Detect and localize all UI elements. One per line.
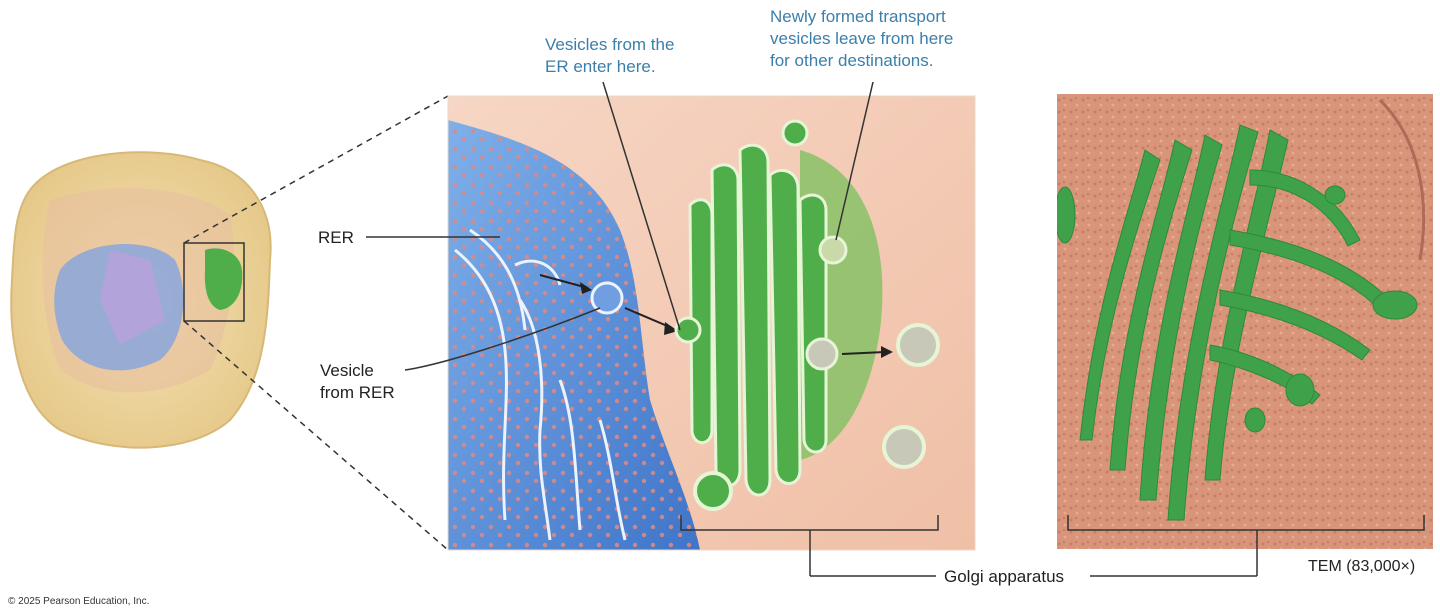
label-tem-magnification: TEM (83,000×) — [1308, 558, 1416, 575]
label-rer: RER — [318, 228, 354, 247]
zoom-line-bottom — [183, 320, 449, 551]
vesicle-from-rer — [590, 281, 624, 315]
label-golgi-apparatus: Golgi apparatus — [944, 567, 1065, 586]
tem-micrograph — [1057, 94, 1433, 549]
label-newly-formed-vesicles: Newly formed transport vesicles leave fr… — [770, 7, 954, 70]
nucleus-cutaway — [100, 250, 165, 345]
label-vesicles-from-er: Vesicles from the ER enter here. — [545, 35, 675, 76]
golgi-illustration — [448, 96, 975, 550]
zoom-box — [183, 242, 245, 322]
cell-overview — [10, 151, 272, 449]
label-vesicle-from-rer: Vesicle from RER — [320, 361, 395, 402]
copyright-notice: © 2025 Pearson Education, Inc. — [8, 596, 150, 607]
golgi-stack — [674, 119, 940, 511]
small-golgi — [204, 248, 243, 310]
leader-lines — [366, 81, 1425, 577]
